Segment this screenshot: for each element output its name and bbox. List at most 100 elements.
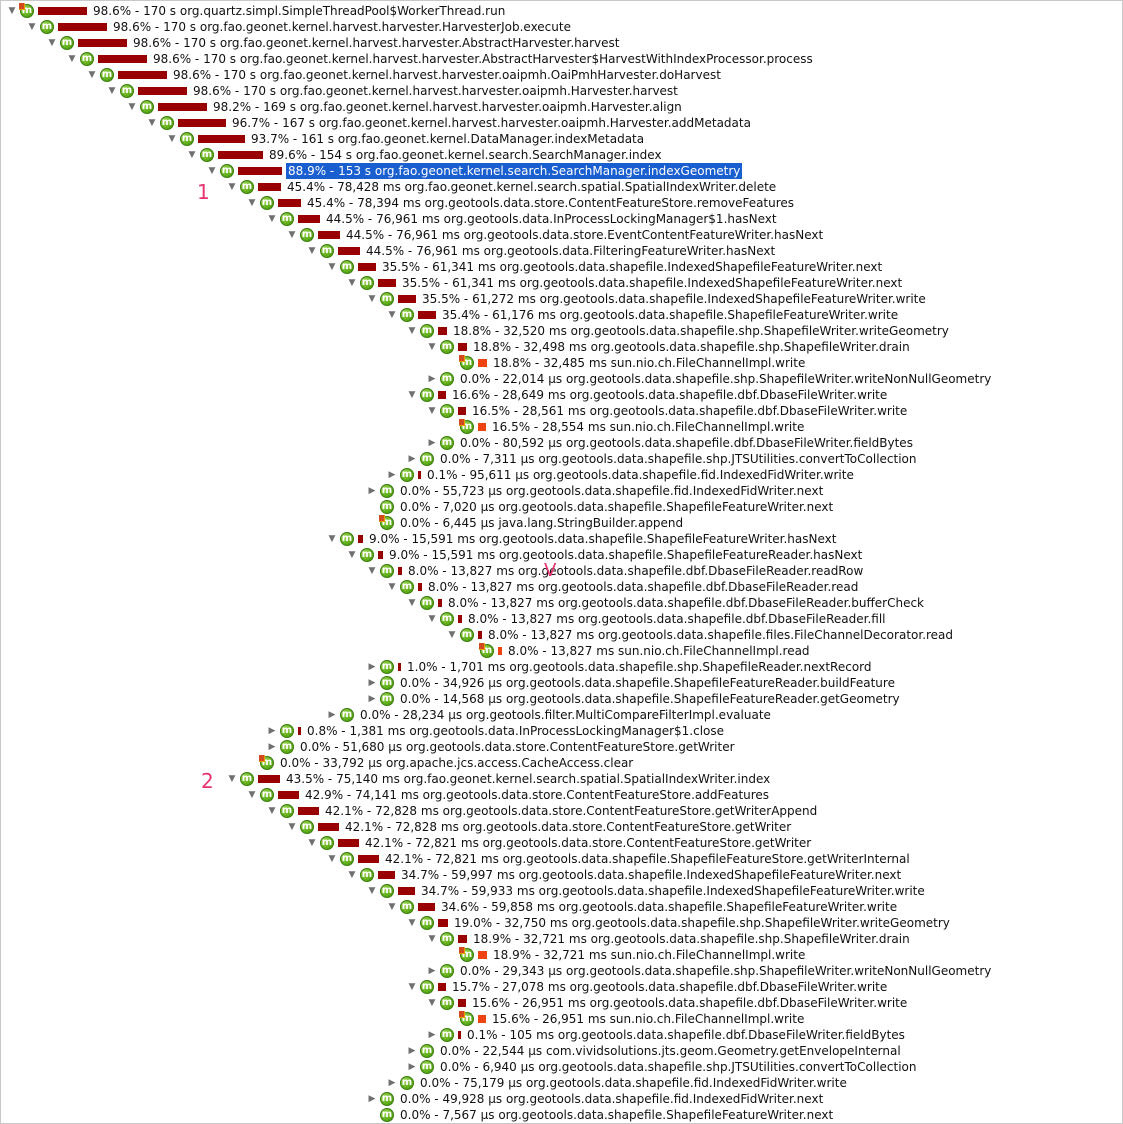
expand-toggle-icon[interactable]: ▼ <box>368 294 376 304</box>
collapse-toggle-icon[interactable]: ▶ <box>388 470 396 480</box>
expand-toggle-icon[interactable]: ▼ <box>88 70 96 80</box>
expand-toggle-icon[interactable]: ▼ <box>448 630 456 640</box>
expand-toggle-icon[interactable]: ▼ <box>48 38 56 48</box>
expand-toggle-icon[interactable]: ▼ <box>228 182 236 192</box>
expand-toggle-icon[interactable]: ▼ <box>408 918 416 928</box>
expand-toggle-icon[interactable]: ▼ <box>408 326 416 336</box>
expand-toggle-icon[interactable]: ▼ <box>68 54 76 64</box>
collapse-toggle-icon[interactable]: ▶ <box>428 374 436 384</box>
collapse-toggle-icon[interactable]: ▶ <box>408 1062 416 1072</box>
expand-toggle-icon[interactable]: ▼ <box>428 614 436 624</box>
collapse-toggle-icon[interactable]: ▶ <box>368 662 376 672</box>
expand-toggle-icon[interactable]: ▼ <box>408 982 416 992</box>
expand-toggle-icon[interactable]: ▼ <box>348 278 356 288</box>
expand-toggle-icon[interactable]: ▼ <box>428 934 436 944</box>
expand-toggle-icon[interactable]: ▼ <box>328 854 336 864</box>
expand-toggle-icon[interactable]: ▼ <box>388 310 396 320</box>
expand-toggle-icon[interactable]: ▼ <box>128 102 136 112</box>
collapse-toggle-icon[interactable]: ▶ <box>408 454 416 464</box>
expand-toggle-icon[interactable]: ▼ <box>148 118 156 128</box>
expand-toggle-icon[interactable]: ▼ <box>208 166 216 176</box>
expand-toggle-icon[interactable]: ▼ <box>168 134 176 144</box>
collapse-toggle-icon[interactable]: ▶ <box>368 486 376 496</box>
expand-toggle-icon[interactable]: ▼ <box>268 806 276 816</box>
collapse-toggle-icon[interactable]: ▶ <box>428 1030 436 1040</box>
collapse-toggle-icon[interactable]: ▶ <box>268 742 276 752</box>
expand-toggle-icon[interactable]: ▼ <box>248 790 256 800</box>
expand-toggle-icon[interactable]: ▼ <box>428 998 436 1008</box>
expand-toggle-icon[interactable]: ▼ <box>288 822 296 832</box>
expand-toggle-icon[interactable]: ▼ <box>8 6 16 16</box>
collapse-toggle-icon[interactable]: ▶ <box>368 694 376 704</box>
collapse-toggle-icon[interactable]: ▶ <box>368 678 376 688</box>
expand-toggle-icon[interactable]: ▼ <box>428 342 436 352</box>
expand-toggle-icon[interactable]: ▼ <box>228 774 236 784</box>
expand-toggle-icon[interactable]: ▼ <box>288 230 296 240</box>
expand-toggle-icon[interactable]: ▼ <box>108 86 116 96</box>
expand-toggle-icon[interactable]: ▼ <box>348 550 356 560</box>
expand-toggle-icon[interactable]: ▼ <box>348 870 356 880</box>
expand-toggle-icon[interactable]: ▼ <box>368 886 376 896</box>
expand-toggle-icon[interactable]: ▼ <box>368 566 376 576</box>
expand-toggle-icon[interactable]: ▼ <box>328 534 336 544</box>
expand-toggle-icon[interactable]: ▼ <box>308 838 316 848</box>
